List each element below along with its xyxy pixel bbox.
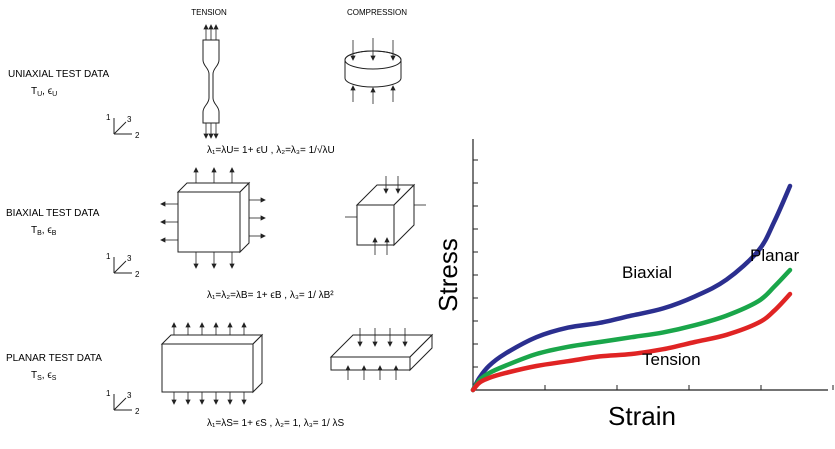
planar-axis-2: 2 — [135, 407, 140, 416]
biaxial-axis-3: 3 — [127, 254, 132, 263]
series-line-planar — [470, 267, 793, 393]
uniaxial-variables: TU, ϵU — [31, 86, 57, 98]
planar-title: PLANAR TEST DATA — [6, 353, 102, 364]
stress-strain-chart: Stress Strain Biaxial Planar Tension — [433, 139, 834, 431]
uniaxial-tension-arrows — [203, 24, 219, 139]
biaxial-tension-block — [176, 181, 251, 254]
planar-tension-arrows — [171, 322, 247, 405]
planar-tension-block — [160, 333, 264, 394]
biaxial-tension-arrows — [160, 167, 266, 269]
biaxial-compression-arrows — [345, 176, 426, 255]
planar-compression-arrows — [345, 328, 408, 380]
biaxial-axis-2: 2 — [135, 270, 140, 279]
biaxial-section: BIAXIAL TEST DATA TB, ϵB — [6, 167, 426, 301]
series-label-biaxial: Biaxial — [622, 263, 672, 282]
biaxial-axis-1: 1 — [106, 252, 111, 261]
series-label-planar: Planar — [750, 246, 799, 265]
x-axis-label: Strain — [608, 401, 676, 431]
uniaxial-tension-specimen — [202, 39, 220, 124]
series-lines — [470, 183, 793, 393]
uniaxial-axes-icon — [113, 118, 132, 135]
planar-axes-icon — [113, 394, 132, 411]
planar-axis-1: 1 — [106, 389, 111, 398]
uniaxial-axis-2: 2 — [135, 131, 140, 140]
planar-variables: TS, ϵS — [31, 370, 57, 382]
y-axis-label: Stress — [433, 238, 463, 312]
planar-equation: λ₁=λS= 1+ ϵS , λ₂= 1, λ₃= 1/ λS — [207, 418, 345, 429]
series-label-tension: Tension — [642, 350, 701, 369]
planar-section: PLANAR TEST DATA TS, ϵS — [6, 322, 434, 429]
planar-compression-slab — [329, 333, 434, 372]
uniaxial-axis-3: 3 — [127, 115, 132, 124]
biaxial-equation: λ₁=λ₂=λB= 1+ ϵB , λ₃= 1/ λB² — [207, 290, 334, 301]
biaxial-axes-icon — [113, 257, 132, 274]
uniaxial-equation: λ₁=λU= 1+ ϵU , λ₂=λ₃= 1/√λU — [207, 144, 335, 156]
uniaxial-axis-1: 1 — [106, 113, 111, 122]
planar-axis-3: 3 — [127, 391, 132, 400]
series-line-tension — [470, 291, 793, 393]
tension-header: TENSION — [191, 8, 227, 17]
uniaxial-compression-arrows — [350, 38, 396, 104]
series-line-biaxial — [470, 183, 793, 393]
uniaxial-section: UNIAXIAL TEST DATA TU, ϵU — [8, 24, 402, 156]
compression-header: COMPRESSION — [347, 8, 407, 17]
biaxial-title: BIAXIAL TEST DATA — [6, 208, 100, 219]
uniaxial-title: UNIAXIAL TEST DATA — [8, 69, 109, 80]
biaxial-variables: TB, ϵB — [31, 225, 57, 237]
y-axis-ticks — [473, 159, 478, 391]
x-axis-ticks — [544, 385, 834, 390]
biaxial-compression-block — [355, 183, 416, 247]
